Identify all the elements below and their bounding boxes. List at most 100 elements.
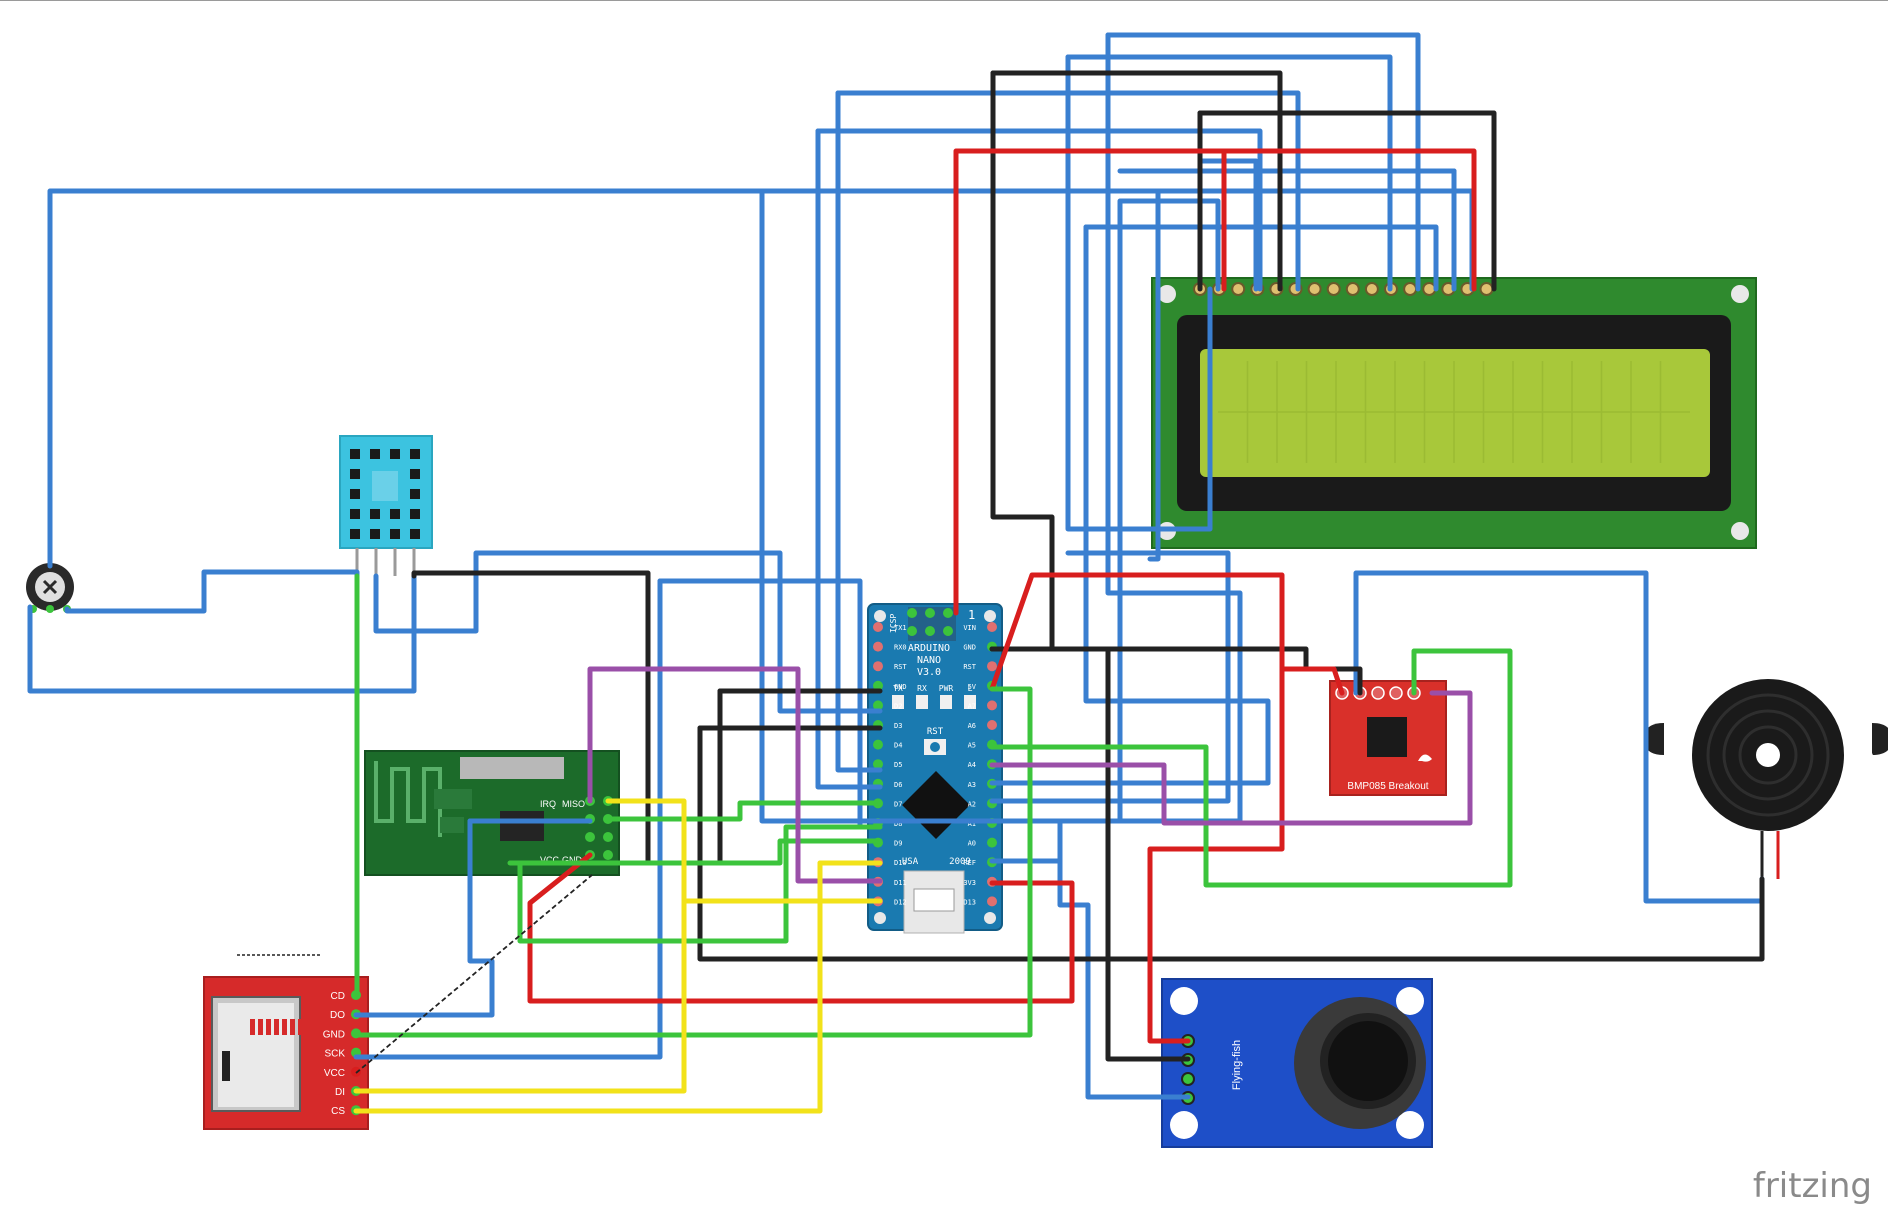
nano-left-pin	[873, 622, 883, 632]
nano-left-pin-label: D5	[894, 761, 902, 769]
nano-right-pin-label: A0	[968, 840, 976, 848]
wire	[1147, 188, 1161, 562]
nano-right-pin	[987, 896, 997, 907]
nano-left-pin-label: D11	[894, 879, 907, 887]
wire	[989, 224, 1271, 786]
lcd-pin	[1345, 282, 1360, 296]
nano-left-pin-label: D8	[894, 820, 902, 828]
nano-left-pin-label: GND	[894, 683, 907, 691]
led-label-pwr: PWR	[939, 684, 954, 693]
lcd-16x2-display	[1151, 277, 1757, 549]
arduino-label-line2: NANO	[917, 655, 941, 666]
nrf24l01-module: IRQ MISO VCC GND	[364, 750, 620, 876]
icsp-pin	[907, 608, 917, 618]
nano-right-pin-label: 5V	[968, 683, 977, 691]
icsp-pin	[943, 626, 953, 636]
nano-right-pin	[987, 700, 997, 711]
bmp-label: BMP085 Breakout	[1347, 781, 1428, 792]
wire-layer	[27, 32, 1765, 1114]
nano-left-pin-label: D3	[894, 722, 902, 730]
nano-left-pin	[873, 641, 883, 652]
wire	[989, 648, 1513, 888]
flame-pin	[1181, 1072, 1195, 1086]
wire	[353, 818, 495, 1018]
rst-label: RST	[927, 727, 944, 737]
wire	[1197, 110, 1497, 292]
sd-pin-label: GND	[323, 1029, 345, 1040]
nano-left-pin-label: D9	[894, 840, 902, 848]
bmp-pin	[1389, 686, 1403, 700]
lcd-pin	[1326, 282, 1341, 296]
sd-pin-label: SCK	[324, 1049, 345, 1060]
bmp-pin	[1371, 686, 1385, 700]
icsp-label: ICSP	[889, 614, 898, 633]
wire	[953, 148, 1477, 616]
wire	[605, 688, 723, 866]
nano-left-pin-label: RST	[894, 663, 907, 671]
nrf-pin	[603, 832, 613, 842]
nano-right-pin	[987, 661, 997, 672]
wire	[989, 70, 1055, 652]
nano-left-pin-label: TX1	[894, 624, 907, 632]
nano-left-pin-label: D2	[894, 702, 902, 710]
lcd-pin	[1479, 282, 1494, 296]
nrf-pin	[585, 832, 595, 842]
nano-right-pin	[987, 837, 997, 848]
wire	[605, 800, 883, 822]
nano-left-pin	[873, 680, 883, 691]
wire	[353, 686, 1033, 1038]
wire	[835, 90, 883, 773]
wire	[587, 666, 883, 884]
nano-right-pin-label: REF	[963, 859, 976, 867]
wire	[373, 550, 883, 714]
nano-left-pin-label: D7	[894, 800, 902, 808]
piezo-buzzer	[1644, 679, 1888, 879]
sd-pin-label: DI	[335, 1087, 345, 1098]
led-label-rx: RX	[917, 684, 927, 693]
sd-pin-vcc	[351, 1066, 361, 1077]
nano-right-pin-label: 3V3	[963, 879, 976, 887]
nano-right-pin-label: A6	[968, 722, 976, 730]
nano-right-pin	[987, 720, 997, 730]
icsp-pin	[907, 626, 917, 636]
nano-left-pin	[873, 661, 883, 672]
wire	[1105, 646, 1191, 1062]
nano-right-pin	[987, 622, 997, 632]
nano-right-pin-label: A4	[968, 761, 976, 769]
nrf-miso-label: MISO	[562, 799, 585, 809]
year-label: 2009	[949, 857, 971, 867]
icsp-pin	[925, 608, 935, 618]
wire	[527, 852, 1075, 1004]
arduino-label-line3: V3.0	[917, 667, 941, 678]
sd-pin-label: VCC	[324, 1068, 345, 1079]
wire	[353, 860, 823, 1114]
nrf-gnd-label: GND	[562, 855, 583, 865]
lcd-pin	[1231, 282, 1246, 296]
wire	[1065, 54, 1393, 292]
wire	[989, 572, 1285, 1044]
nano-left-pin-label: D12	[894, 898, 907, 906]
arduino-label-line1: ARDUINO	[908, 643, 950, 654]
nano-left-pin	[873, 700, 883, 711]
wire	[1105, 32, 1421, 292]
nano-right-pin-label: A3	[968, 781, 976, 789]
dht11-sensor	[339, 435, 433, 576]
nrf-irq-label: IRQ	[540, 799, 556, 809]
nrf-vcc-label: VCC	[540, 855, 560, 865]
wire	[697, 725, 1765, 962]
nano-right-pin-label: A1	[968, 820, 976, 828]
lcd-pin	[1307, 282, 1322, 296]
wire	[759, 188, 1221, 824]
icsp-pin	[925, 626, 935, 636]
wire	[517, 824, 883, 944]
icsp-pin	[943, 608, 953, 618]
nano-right-pin-label: VIN	[963, 624, 976, 632]
wire	[353, 578, 663, 1060]
nano-right-pin-label: A5	[968, 742, 976, 750]
bmp085-sensor: BMP085 Breakout	[1329, 680, 1447, 796]
lcd-pin	[1403, 282, 1418, 296]
nano-left-pin	[873, 759, 883, 770]
pin-one-label: 1	[968, 608, 975, 622]
